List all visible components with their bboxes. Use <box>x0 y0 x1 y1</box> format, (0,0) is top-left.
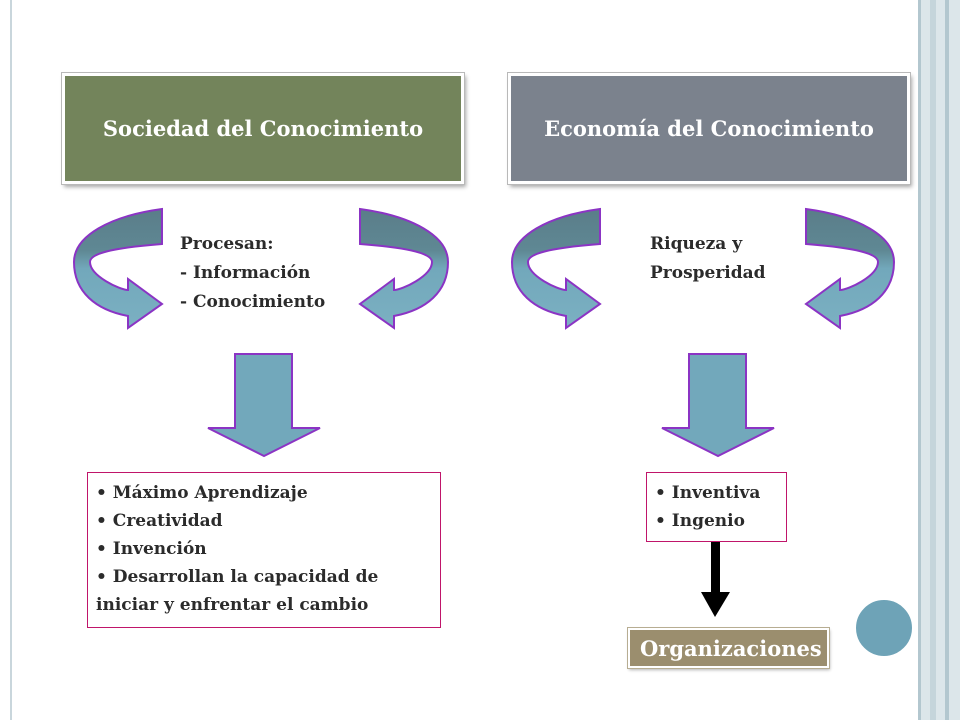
black-arrow-shaft <box>711 542 720 594</box>
informacion-text: - Información <box>180 263 311 283</box>
curved-arrow-left-1 <box>72 207 164 330</box>
right-stripe-line <box>918 0 921 720</box>
list-item: • Inventiva <box>655 483 761 503</box>
decorative-circle <box>854 598 914 658</box>
list-item: • Creatividad <box>96 511 223 531</box>
sociedad-outcomes-box: • Máximo Aprendizaje • Creatividad • Inv… <box>87 472 441 628</box>
procesan-text: Procesan: <box>180 234 274 254</box>
right-stripe-band <box>918 0 960 720</box>
curved-arrow-right-1 <box>510 207 602 330</box>
right-stripe-line <box>945 0 949 720</box>
list-item: • Ingenio <box>655 511 745 531</box>
black-arrow-head <box>701 592 730 617</box>
slide-left-border <box>10 0 12 720</box>
conocimiento-text: - Conocimiento <box>180 292 326 312</box>
list-item: • Invención <box>96 539 207 559</box>
down-arrow-left <box>207 353 321 458</box>
economia-header-text: Economía del Conocimiento <box>544 116 874 141</box>
curved-arrow-left-2 <box>358 207 450 330</box>
organizaciones-label: Organizaciones <box>628 628 829 668</box>
prosperidad-text: Prosperidad <box>650 263 766 283</box>
economia-outcomes-box: • Inventiva • Ingenio <box>646 472 787 542</box>
economia-cycle-label: Riqueza y Prosperidad <box>650 230 766 288</box>
right-stripe-line <box>930 0 936 720</box>
curved-arrow-right-2 <box>804 207 896 330</box>
organizaciones-text: Organizaciones <box>640 635 822 661</box>
list-item: • Máximo Aprendizaje <box>96 483 308 503</box>
economia-header: Economía del Conocimiento <box>508 73 910 184</box>
riqueza-text: Riqueza y <box>650 234 743 254</box>
sociedad-cycle-label: Procesan: - Información - Conocimiento <box>180 230 325 317</box>
list-item: • Desarrollan la capacidad de iniciar y … <box>96 567 379 615</box>
sociedad-header: Sociedad del Conocimiento <box>62 73 464 184</box>
down-arrow-right <box>661 353 775 458</box>
sociedad-header-text: Sociedad del Conocimiento <box>102 116 424 141</box>
